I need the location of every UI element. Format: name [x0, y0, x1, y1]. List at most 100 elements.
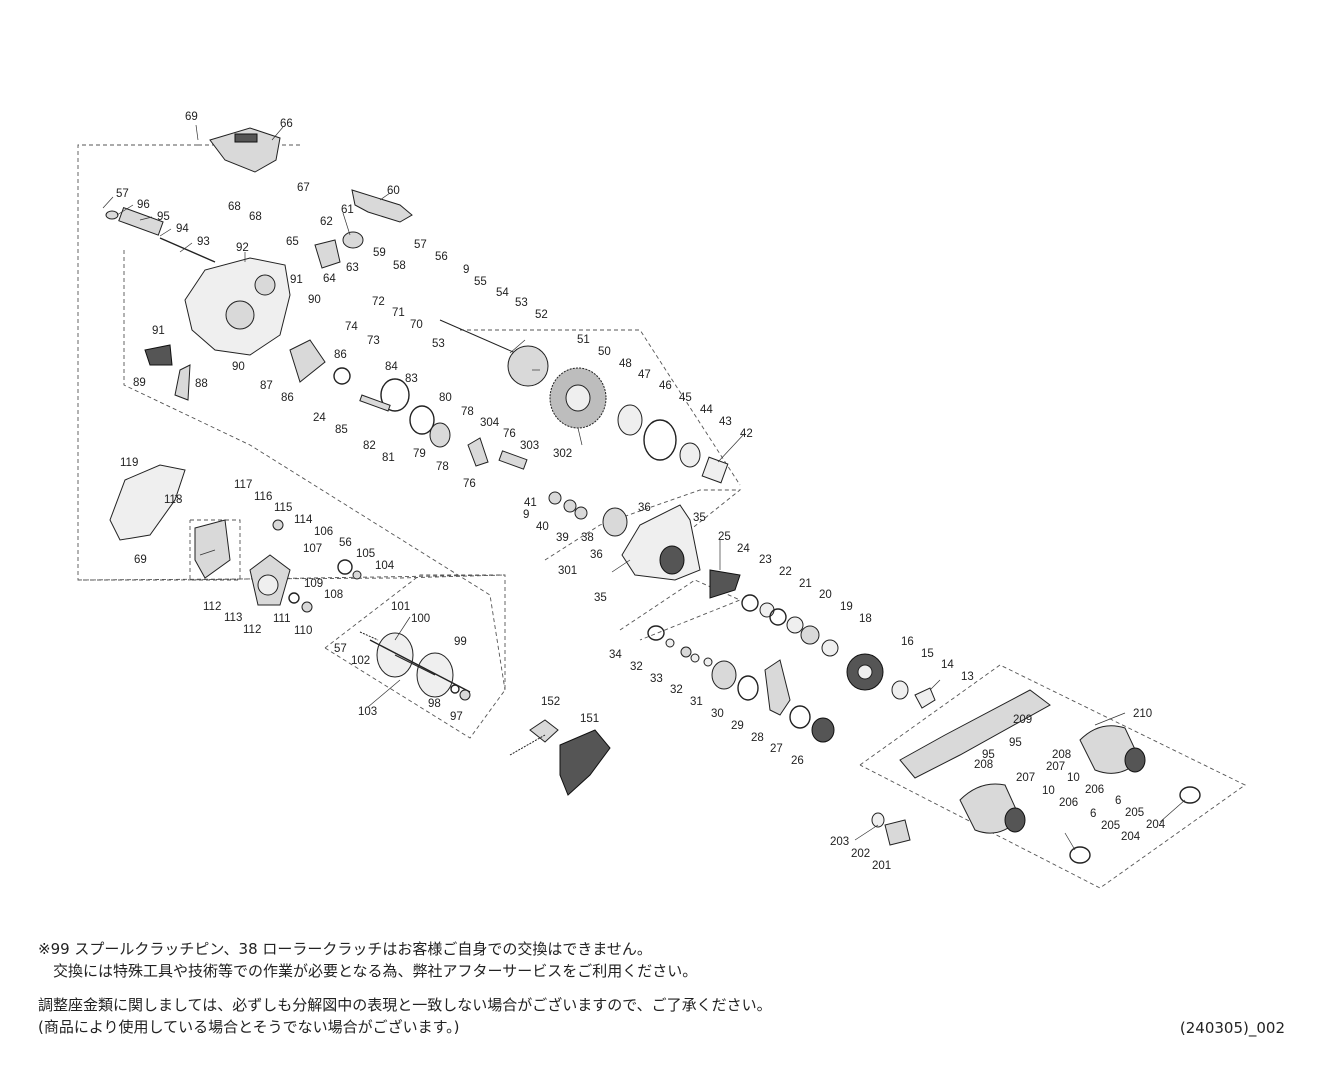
part-label: 16	[901, 636, 914, 648]
part-label: 103	[358, 706, 377, 718]
part-label: 116	[254, 491, 272, 503]
part-label: 46	[659, 380, 672, 392]
part-label: 39	[556, 532, 569, 544]
part-label: 45	[679, 392, 692, 404]
exploded-parts-diagram: 69 66 67 68 68 57 96 95 94 93 92 91 90 9…	[77, 111, 1246, 889]
part-label: 92	[236, 242, 249, 254]
note-line-1: ※99 スプールクラッチピン、38 ローラークラッチはお客様ご自身での交換はでき…	[38, 940, 652, 958]
part-label: 210	[1133, 708, 1152, 720]
part-label: 32	[630, 661, 643, 673]
part-label: 47	[638, 369, 651, 381]
part-label: 113	[224, 612, 242, 624]
part-label: 96	[137, 199, 150, 211]
part-label: 57	[116, 188, 129, 200]
part-label: 85	[335, 424, 348, 436]
part-illustrations	[105, 127, 1201, 864]
part-label: 36	[590, 549, 603, 561]
part-label: 63	[346, 262, 359, 274]
part-label: 206	[1085, 784, 1104, 796]
part-label: 91	[152, 325, 165, 337]
part-label: 52	[535, 309, 548, 321]
part-label: 68	[249, 211, 262, 223]
part-label: 91	[290, 274, 303, 286]
part-label: 78	[436, 461, 449, 473]
part-label: 117	[234, 479, 252, 491]
part-label: 35	[693, 512, 706, 524]
part-label: 10	[1067, 772, 1080, 784]
part-label: 57	[414, 239, 427, 251]
part-label: 6	[1090, 808, 1096, 820]
part-label: 201	[872, 860, 891, 872]
part-label: 42	[740, 428, 753, 440]
part-label: 48	[619, 358, 632, 370]
part-label: 119	[120, 457, 138, 469]
part-label: 114	[294, 514, 313, 526]
part-label: 101	[391, 601, 410, 613]
part-label: 6	[1115, 795, 1121, 807]
part-label: 29	[731, 720, 744, 732]
part-label: 94	[176, 223, 189, 235]
assembly-group-outlines	[77, 144, 1246, 889]
part-label: 303	[520, 440, 539, 452]
part-label: 98	[428, 698, 441, 710]
part-label: 81	[382, 452, 395, 464]
part-label: 74	[345, 321, 358, 333]
part-label: 304	[480, 417, 500, 429]
note-line-4: (商品により使用している場合とそうでない場合がございます。)	[38, 1018, 460, 1036]
part-label: 109	[304, 578, 323, 590]
part-label: 69	[134, 554, 147, 566]
part-label: 90	[308, 294, 321, 306]
part-label: 89	[133, 377, 146, 389]
part-label: 59	[373, 247, 386, 259]
part-label: 14	[941, 659, 954, 671]
part-label: 84	[385, 361, 398, 373]
part-label: 55	[474, 276, 487, 288]
part-label: 24	[737, 543, 750, 555]
part-label: 66	[280, 118, 293, 130]
part-label: 107	[303, 543, 322, 555]
part-label: 53	[515, 297, 528, 309]
part-label: 23	[759, 554, 772, 566]
part-label: 20	[819, 589, 832, 601]
part-label: 18	[859, 613, 872, 625]
part-label: 204	[1146, 819, 1166, 831]
part-label: 203	[830, 836, 849, 848]
part-label: 60	[387, 185, 400, 197]
part-label: 105	[356, 548, 375, 560]
part-label: 33	[650, 673, 663, 685]
part-label: 56	[435, 251, 448, 263]
part-label: 53	[432, 338, 445, 350]
part-label: 87	[260, 380, 273, 392]
part-label: 26	[791, 755, 804, 767]
part-label: 31	[690, 696, 703, 708]
part-label: 208	[1052, 749, 1071, 761]
part-label: 97	[450, 711, 463, 723]
part-label: 15	[921, 648, 934, 660]
part-label: 58	[393, 260, 406, 272]
part-label: 62	[320, 216, 333, 228]
part-label: 104	[375, 560, 395, 572]
part-label: 88	[195, 378, 208, 390]
part-label: 24	[313, 412, 326, 424]
part-label: 118	[164, 494, 182, 506]
part-label: 65	[286, 236, 299, 248]
part-label: 80	[439, 392, 452, 404]
part-label: 99	[454, 636, 467, 648]
part-label: 71	[392, 307, 405, 319]
part-label: 90	[232, 361, 245, 373]
part-label: 79	[413, 448, 426, 460]
part-label: 70	[410, 319, 423, 331]
part-label: 9	[463, 264, 469, 276]
part-label: 56	[339, 537, 352, 549]
leader-lines	[102, 124, 1186, 851]
part-label: 106	[314, 526, 333, 538]
part-label: 111	[273, 613, 290, 625]
part-label: 27	[770, 743, 783, 755]
part-label: 28	[751, 732, 764, 744]
part-label: 76	[503, 428, 516, 440]
part-label: 57	[334, 643, 347, 655]
part-label: 40	[536, 521, 549, 533]
part-label: 9	[523, 509, 529, 521]
part-label: 69	[185, 111, 198, 123]
part-label: 102	[351, 655, 370, 667]
